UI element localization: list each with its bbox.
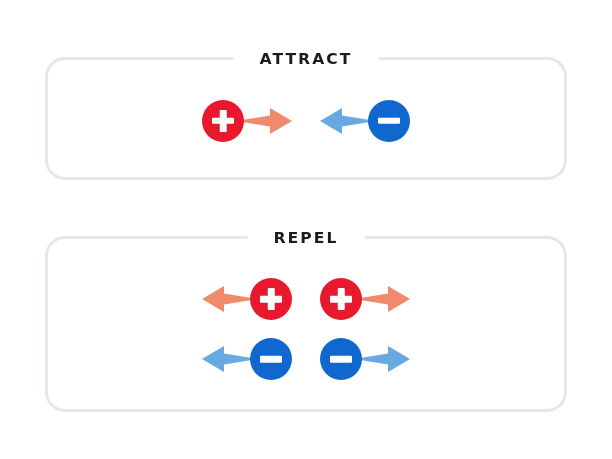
positive-charge-icon xyxy=(250,278,292,320)
repel-row-positive xyxy=(48,278,564,320)
negative-charge-icon xyxy=(320,338,362,380)
repel-right-group-negative xyxy=(306,338,552,380)
repel-left-group-positive xyxy=(60,278,306,320)
minus-horizontal-bar xyxy=(260,355,282,363)
plus-vertical-bar xyxy=(219,109,227,132)
negative-charge-icon xyxy=(368,99,410,142)
card-repel: REPEL xyxy=(45,225,567,412)
minus-horizontal-bar xyxy=(378,117,400,124)
repel-right-group-positive xyxy=(306,278,552,320)
attract-body xyxy=(48,60,564,177)
repel-row-negative xyxy=(48,338,564,380)
positive-charge-icon xyxy=(320,278,362,320)
force-arrow-left-positive xyxy=(202,286,258,312)
card-attract: ATTRACT xyxy=(45,46,567,180)
attract-charge-pair xyxy=(202,99,410,142)
force-arrow-right-positive xyxy=(236,107,292,134)
force-arrow-left-negative xyxy=(320,107,376,134)
force-arrow-right-positive xyxy=(354,286,410,312)
force-arrow-left-negative xyxy=(202,346,258,372)
repel-body xyxy=(48,239,564,409)
minus-horizontal-bar xyxy=(330,355,352,363)
repel-left-group-negative xyxy=(60,338,306,380)
positive-charge-icon xyxy=(202,99,244,142)
plus-vertical-bar xyxy=(267,288,275,310)
card-title-attract: ATTRACT xyxy=(233,46,379,72)
card-title-repel: REPEL xyxy=(247,225,365,251)
force-arrow-right-negative xyxy=(354,346,410,372)
negative-charge-icon xyxy=(250,338,292,380)
plus-vertical-bar xyxy=(337,288,345,310)
